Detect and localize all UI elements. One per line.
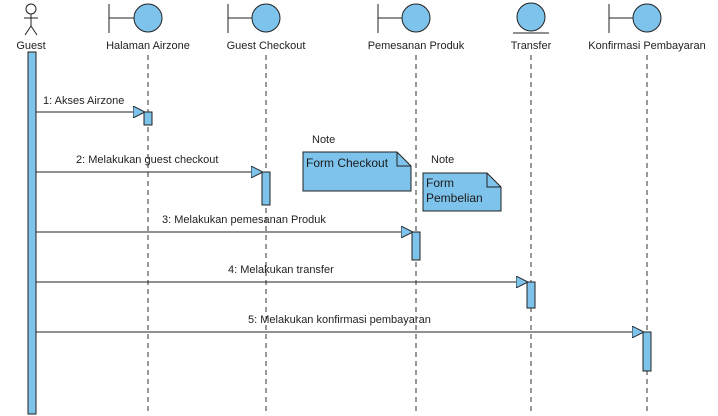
activation-bar-pemesanan bbox=[411, 231, 421, 261]
message-label-4: 4: Melakukan transfer bbox=[228, 264, 334, 276]
boundary-icon bbox=[108, 3, 163, 33]
lifeline-label-konfirmasi: Konfirmasi Pembayaran bbox=[588, 40, 705, 52]
lifeline-label-airzone: Halaman Airzone bbox=[106, 40, 190, 52]
activation-bar-checkout bbox=[261, 171, 271, 206]
note-form-checkout: Note Form Checkout bbox=[302, 134, 412, 192]
boundary-icon bbox=[608, 3, 662, 33]
note-text-line-2: Pembelian bbox=[426, 191, 483, 205]
activation-bar-transfer bbox=[526, 281, 536, 309]
note-text: Form Checkout bbox=[306, 156, 389, 170]
note-title: Note bbox=[312, 134, 335, 146]
message-label-5: 5: Melakukan konfirmasi pembayaran bbox=[248, 314, 431, 326]
actor-icon bbox=[24, 3, 38, 36]
note-text-line-1: Form bbox=[426, 176, 454, 190]
lifeline-label-pemesanan: Pemesanan Produk bbox=[368, 40, 465, 52]
lifeline-label-checkout: Guest Checkout bbox=[227, 40, 306, 52]
note-title: Note bbox=[431, 154, 454, 166]
boundary-icon bbox=[377, 3, 431, 33]
activation-bar-airzone bbox=[143, 111, 153, 126]
boundary-icon bbox=[227, 3, 281, 33]
activation-bar-konfirmasi bbox=[642, 331, 652, 372]
lifeline-label-guest: Guest bbox=[16, 40, 45, 52]
entity-icon bbox=[513, 2, 549, 34]
message-label-3: 3: Melakukan pemesanan Produk bbox=[162, 214, 326, 226]
note-form-pembelian: Note Form Pembelian bbox=[422, 154, 502, 212]
activation-bar-guest bbox=[27, 51, 37, 415]
message-label-2: 2: Melakukan guest checkout bbox=[76, 154, 218, 166]
lifeline-label-transfer: Transfer bbox=[511, 40, 552, 52]
message-label-1: 1: Akses Airzone bbox=[43, 95, 124, 107]
